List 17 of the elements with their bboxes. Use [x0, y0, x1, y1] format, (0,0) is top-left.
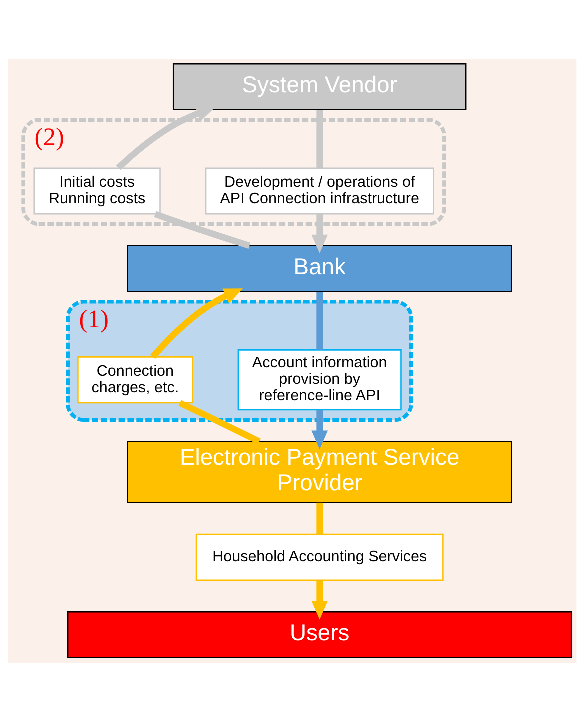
connector: [316, 502, 324, 534]
arrow: [312, 214, 328, 254]
connector: [316, 292, 324, 350]
node-box: Account information provision by reference-line API: [238, 349, 402, 410]
connector: [154, 210, 251, 248]
node-box: Electronic Payment Service Provider: [127, 440, 512, 503]
connector: [178, 400, 261, 444]
arrow: [150, 288, 244, 359]
arrow: [312, 410, 328, 449]
node-box: Initial costs Running costs: [34, 167, 161, 214]
node-box: Bank: [127, 244, 512, 292]
node-box: Connection charges, etc.: [78, 356, 194, 404]
node-box: Household Accounting Services: [196, 533, 444, 580]
node-box: Development / operations of API Connection infrastructure: [205, 167, 434, 214]
arrow: [312, 580, 328, 620]
node-box: Users: [67, 611, 572, 658]
connector: [316, 110, 324, 168]
